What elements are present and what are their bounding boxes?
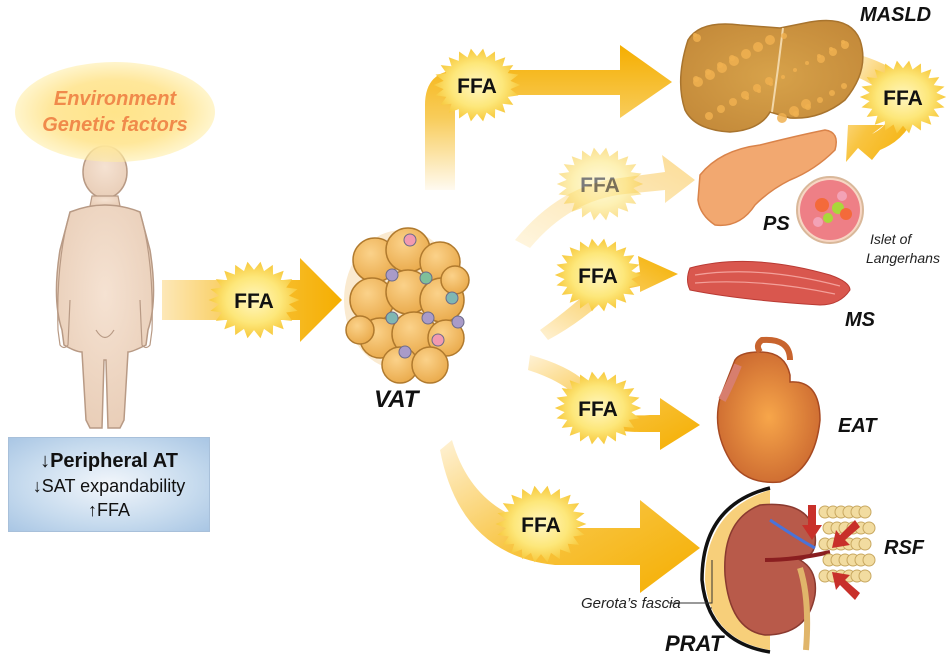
- adipocyte: [411, 346, 449, 384]
- immune-cell: [445, 291, 459, 305]
- fat-droplet: [745, 96, 749, 100]
- sat-expandability-line: ↓SAT expandability: [32, 475, 186, 496]
- burst-shape: [554, 371, 642, 445]
- fat-droplet: [729, 56, 739, 66]
- fat-droplet: [753, 42, 763, 52]
- ffa-label: FFA: [521, 514, 561, 537]
- ffa-burst-vat-muscle: FFA: [554, 238, 642, 312]
- fat-droplet: [717, 105, 725, 113]
- environment-genetic-factors-badge: Environment Genetic factors: [15, 62, 215, 162]
- fat-droplet: [705, 70, 715, 80]
- masld-label: MASLD: [860, 4, 932, 26]
- renal-sinus-fat-cell: [858, 537, 872, 551]
- skeletal-muscle-illustration: [687, 260, 851, 306]
- renal-sinus-fat-cell: [862, 553, 876, 567]
- ffa-burst-vat-kidney: FFA: [495, 485, 587, 563]
- burst-shape: [556, 147, 644, 221]
- arrow-vat-to-pancreas: [515, 155, 695, 248]
- fat-droplet: [817, 97, 823, 103]
- ffa-burst-liver-pancreas: FFA: [859, 60, 947, 134]
- immune-cell: [403, 233, 417, 247]
- fat-droplet: [741, 49, 751, 59]
- renal-sinus-fat-cell: [858, 569, 872, 583]
- fat-droplet: [765, 35, 775, 45]
- fat-droplet: [757, 89, 761, 93]
- ps-label: PS: [763, 213, 790, 235]
- fat-droplet: [817, 55, 825, 63]
- immune-cell: [398, 345, 412, 359]
- ffa-burst-body-vat: FFA: [208, 261, 300, 339]
- fat-droplet: [829, 48, 837, 56]
- burst-shape: [859, 60, 947, 134]
- fat-droplet: [693, 34, 701, 42]
- ffa-label: FFA: [580, 174, 620, 197]
- ffa-label: FFA: [883, 87, 923, 110]
- fat-droplet: [805, 61, 809, 65]
- fat-droplet: [781, 33, 787, 39]
- ffa-label: FFA: [578, 265, 618, 288]
- fat-droplet: [705, 112, 713, 120]
- adipocyte: [440, 265, 470, 295]
- ffa-label: FFA: [457, 75, 497, 98]
- immune-cell: [421, 311, 435, 325]
- ms-label: MS: [845, 309, 875, 331]
- fat-droplet: [693, 77, 703, 87]
- fat-droplet: [769, 82, 773, 86]
- immune-cell: [385, 268, 399, 282]
- vat-label: VAT: [374, 386, 419, 413]
- immune-cell: [419, 271, 433, 285]
- fat-droplet: [777, 113, 787, 123]
- arrow-vat-to-muscle: [540, 256, 678, 340]
- environment-label: Environment: [53, 88, 177, 110]
- renal-sinus-fat-cell: [858, 505, 872, 519]
- pancreas-illustration: [697, 129, 837, 227]
- arrow-vat-to-kidney: [440, 440, 700, 593]
- adipocyte: [345, 315, 375, 345]
- human-figure-illustration: [55, 145, 155, 429]
- ffa-label: FFA: [578, 398, 618, 421]
- fat-droplet: [841, 83, 847, 89]
- peripheral-at-line: ↓Peripheral AT: [40, 449, 178, 472]
- ffa-burst-vat-liver: FFA: [433, 48, 521, 122]
- gerota-fascia-leader-line: [668, 560, 713, 604]
- fat-droplet: [717, 63, 727, 73]
- islet-of-langerhans-illustration: [796, 176, 864, 244]
- ffa-label: FFA: [234, 290, 274, 313]
- eat-label: EAT: [838, 415, 877, 437]
- kidney-illustration: [700, 486, 876, 654]
- ffa-burst-vat-pancreas: FFA: [556, 147, 644, 221]
- burst-shape: [433, 48, 521, 122]
- immune-cell: [385, 311, 399, 325]
- burst-shape: [495, 485, 587, 563]
- renal-sinus-fat-cell: [862, 521, 876, 535]
- islet-label-line1: Islet of: [870, 231, 912, 247]
- burst-shape: [554, 238, 642, 312]
- immune-cell: [451, 315, 465, 329]
- genetic-factors-label: Genetic factors: [42, 114, 188, 136]
- fat-droplet: [841, 41, 849, 49]
- rsf-label: RSF: [884, 537, 924, 559]
- fat-droplet: [729, 98, 737, 106]
- peripheral-at-info-box: ↓Peripheral AT ↓SAT expandability ↑FFA: [8, 437, 210, 532]
- ffa-burst-vat-heart: FFA: [554, 371, 642, 445]
- burst-shape: [208, 261, 300, 339]
- liver-illustration: [679, 19, 864, 133]
- fat-droplet: [793, 68, 797, 72]
- immune-cell: [431, 333, 445, 347]
- fat-droplet: [805, 104, 811, 110]
- fat-droplet: [793, 111, 799, 117]
- prat-label: PRAT: [665, 631, 724, 656]
- islet-label-line2: Langerhans: [866, 250, 940, 266]
- heart-illustration: [716, 336, 821, 484]
- ffa-increase-line: ↑FFA: [87, 499, 130, 520]
- fat-droplet: [781, 75, 785, 79]
- fat-droplet: [829, 90, 835, 96]
- gerota-fascia-label: Gerota’s fascia: [581, 595, 681, 612]
- arrow-vat-to-heart: [528, 355, 700, 450]
- vat-adipose-cluster: [344, 227, 470, 384]
